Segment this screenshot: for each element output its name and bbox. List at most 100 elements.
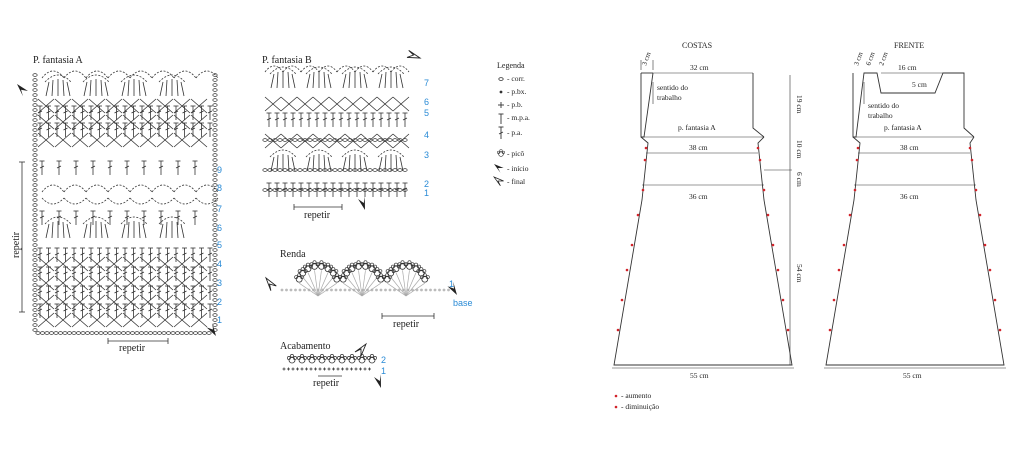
- base-chain: [339, 288, 342, 292]
- chain-stitch: [165, 331, 172, 335]
- picot-icon: [497, 149, 505, 157]
- stitch-cross: [54, 312, 72, 328]
- stitch-cross: [312, 96, 330, 112]
- stitch-tall: [158, 210, 164, 226]
- picot-icon: [306, 353, 318, 364]
- stitch-scallop: [129, 184, 153, 193]
- chain-stitch: [32, 93, 38, 97]
- stitch-cross: [88, 114, 106, 130]
- chain-stitch: [212, 158, 218, 162]
- stitch-fan: [341, 149, 369, 172]
- stitch-tall: [158, 160, 164, 176]
- picot-icon: [322, 262, 334, 273]
- stitch-cross: [105, 256, 123, 272]
- base-chain: [424, 288, 428, 292]
- picot-icon: [286, 353, 298, 364]
- legend: Legenda - corr. - p.bx. - p.b. - m.p.a. …: [493, 61, 530, 187]
- chain-stitch: [107, 331, 113, 335]
- chain-stitch: [212, 233, 218, 237]
- legend-label-final: - final: [507, 177, 525, 186]
- base-chain: [366, 288, 369, 292]
- stitch-tall: [147, 122, 154, 138]
- stitch-fan: [158, 216, 186, 239]
- stitch-cross: [88, 312, 106, 328]
- chain-stitch: [32, 148, 38, 152]
- chain-stitch: [312, 138, 318, 142]
- stitch-tall: [402, 182, 408, 198]
- picot-icon: [326, 353, 338, 364]
- start-arrow-icon: [494, 164, 504, 173]
- stitch-tall: [266, 112, 272, 128]
- chain-stitch: [32, 123, 38, 127]
- renda-spoke: [307, 272, 319, 297]
- costas-dim-shoulder: 3 cm: [640, 50, 652, 66]
- base-chain: [379, 288, 383, 292]
- renda-title: Renda: [280, 249, 306, 260]
- chain-stitch: [357, 138, 363, 142]
- stitch-tall: [207, 105, 213, 121]
- chain-stitch: [161, 331, 167, 335]
- picot-icon: [331, 273, 342, 283]
- frente-schematic: FRENTE 3 cm 6 cm 2 cm 16 cm 5 cm sentido…: [824, 41, 1006, 380]
- stitch-tall: [290, 182, 296, 198]
- stitch-cross: [296, 133, 314, 149]
- frente-dim-chest: 38 cm: [900, 143, 919, 152]
- chain-stitch: [392, 138, 398, 142]
- stitch-tall: [346, 182, 352, 198]
- start-arrow-icon: [355, 194, 372, 210]
- stitch-tall: [79, 122, 86, 138]
- slip-stitch-icon: [499, 90, 503, 94]
- chain-stitch: [32, 298, 38, 302]
- chain-stitch: [212, 148, 218, 152]
- chain-stitch: [212, 288, 218, 292]
- frente-pattern-label: p. fantasia A: [884, 123, 922, 132]
- stitch-cross: [344, 96, 362, 112]
- shaping-marker: [983, 243, 987, 247]
- chain-stitch: [297, 168, 303, 172]
- chain-stitch: [179, 331, 185, 335]
- stitch-cross: [88, 294, 106, 310]
- stitch-cross: [54, 132, 72, 148]
- chain-stitch: [32, 103, 38, 107]
- stitch-tall: [88, 122, 94, 138]
- stitch-tall: [354, 182, 360, 198]
- renda-spoke: [317, 276, 334, 297]
- shaping-marker: [968, 146, 972, 150]
- increase-dot-icon: [614, 394, 618, 398]
- costas-dim-waist-gap: 10 cm: [795, 140, 804, 159]
- base-chain: [442, 288, 446, 292]
- stitch-scallop: [63, 197, 87, 205]
- costas-dim-skirt: 54 cm: [795, 264, 804, 283]
- picot-icon: [297, 267, 308, 277]
- chart-b-row-4: 4: [424, 130, 429, 140]
- chain-stitch: [307, 138, 313, 142]
- chain-stitch: [212, 78, 218, 82]
- chain-stitch: [32, 273, 38, 277]
- stitch-scallop: [41, 184, 65, 193]
- stitch-tall: [306, 112, 312, 128]
- chain-stitch: [32, 88, 38, 92]
- renda-spoke: [314, 270, 319, 297]
- chain-icon: [498, 77, 504, 81]
- stitch-scallop: [107, 197, 131, 205]
- chart-a-row-4: 4: [217, 259, 222, 269]
- stitch-scallop: [151, 184, 175, 193]
- stitch-scallop: [372, 65, 392, 73]
- stitch-scallop: [85, 184, 109, 193]
- shaping-marker: [766, 213, 770, 217]
- stitch-cross: [328, 96, 346, 112]
- chain-stitch: [32, 253, 38, 257]
- costas-pattern-label: p. fantasia A: [678, 123, 716, 132]
- stitch-tall: [274, 112, 280, 128]
- shaping-marker: [970, 158, 974, 162]
- chart-a-title: P. fantasia A: [33, 55, 83, 66]
- chain-stitch: [212, 88, 218, 92]
- chain-stitch: [32, 268, 38, 272]
- chain-stitch: [80, 331, 86, 335]
- renda-spoke: [302, 276, 319, 297]
- chain-stitch: [277, 138, 283, 142]
- costas-dim-waist-band: 6 cm: [795, 172, 804, 187]
- stitch-tall: [45, 122, 52, 138]
- stitch-scallop: [41, 197, 65, 205]
- stitch-cross: [54, 294, 72, 310]
